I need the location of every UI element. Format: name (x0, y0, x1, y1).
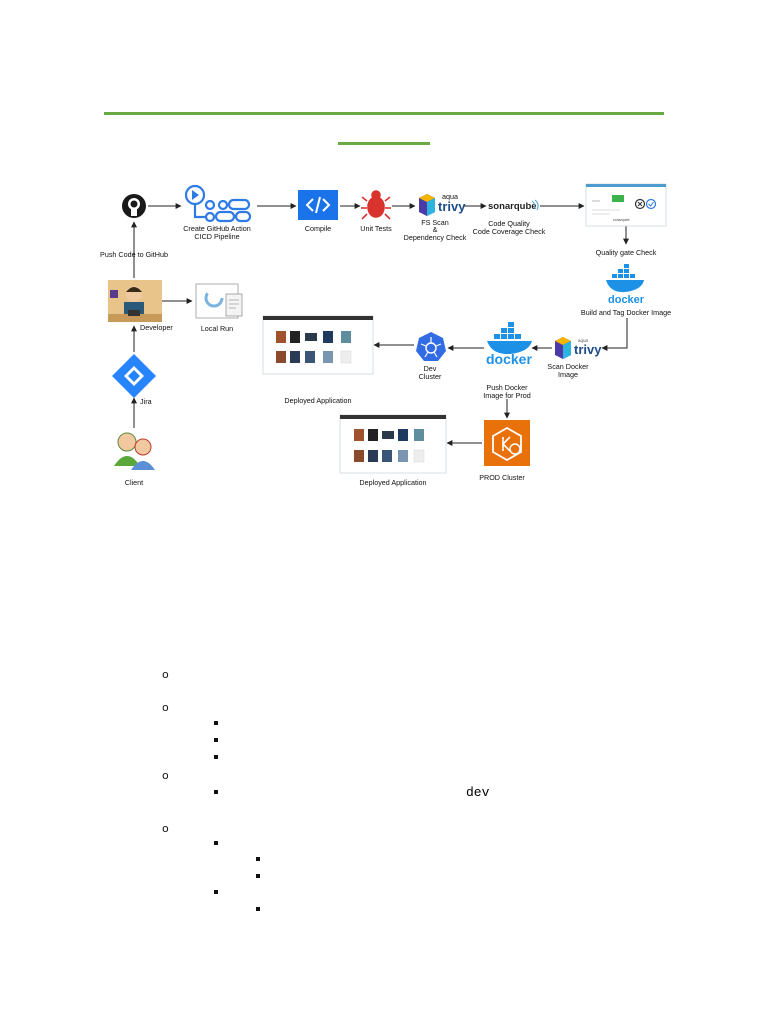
svg-text:trivy: trivy (574, 342, 602, 357)
developer-icon (108, 280, 162, 322)
inline-code-dev: dev (466, 785, 490, 800)
docker-push-icon: docker (486, 322, 532, 367)
svg-text:aqua: aqua (578, 338, 589, 343)
label-compile: Compile (305, 224, 331, 233)
bullet-3-1 (214, 790, 218, 794)
github-icon (122, 194, 146, 218)
sonarqube-logo: sonarqube (488, 199, 539, 212)
label-deployed-app-2: Deployed Application (359, 478, 426, 487)
label-build-tag: Build and Tag Docker Image (581, 308, 671, 317)
label-cluster: Cluster (419, 372, 442, 381)
cicd-diagram: aqua trivy sonarqube sonarqube docker (100, 183, 671, 487)
docker-build-icon: docker (606, 264, 645, 306)
label-jira: Jira (140, 397, 152, 406)
svg-text:aqua: aqua (442, 192, 458, 201)
arrow-build-to-scan (601, 318, 628, 351)
client-icon (114, 432, 155, 470)
bug-icon (361, 190, 391, 220)
aws-eks-icon (484, 420, 530, 466)
label-amp: & (433, 225, 438, 234)
label-fs-scan: FS Scan (421, 218, 449, 227)
trivy-logo-fs: aqua trivy (419, 192, 466, 216)
label-dev: Dev (424, 364, 437, 373)
label-deployed-app-1: Deployed Application (284, 396, 351, 405)
bullet-4-2 (214, 890, 218, 894)
label-push-docker: Push Docker (486, 383, 528, 392)
label-developer: Developer (140, 323, 173, 332)
bullet-2-3 (214, 755, 218, 759)
svg-text:sonarqube: sonarqube (488, 201, 537, 212)
label-code-quality: Code Quality (488, 219, 530, 228)
bullet-1: o (162, 668, 169, 681)
title-rule (104, 112, 664, 115)
bullet-4-1-2 (256, 874, 260, 878)
label-push-code: Push Code to GitHub (100, 250, 168, 259)
bullet-4-1-1 (256, 857, 260, 861)
github-actions-icon (184, 184, 252, 223)
bullet-4-2-1 (256, 907, 260, 911)
label-prod-cluster: PROD Cluster (479, 473, 525, 482)
label-scan-docker: Scan Docker (547, 362, 589, 371)
compile-icon (298, 190, 338, 220)
label-image-for-prod: Image for Prod (483, 391, 531, 400)
label-create-action: Create GitHub Action (183, 224, 251, 233)
label-dependency-check: Dependency Check (404, 233, 467, 242)
bullet-2-1 (214, 721, 218, 725)
trivy-logo-scan: aqua trivy (555, 337, 602, 359)
quality-gate-screenshot: sonarqube (585, 183, 667, 227)
svg-text:trivy: trivy (438, 199, 466, 214)
flow-arrows (131, 203, 629, 446)
label-cicd-pipeline: CICD Pipeline (194, 232, 239, 241)
bullet-3: o (162, 769, 169, 782)
bullet-2: o (162, 701, 169, 714)
label-quality-gate: Quality gate Check (596, 248, 657, 257)
subtitle-rule (338, 142, 430, 145)
jira-icon (112, 354, 156, 398)
kubernetes-icon (416, 332, 446, 361)
label-code-coverage: Code Coverage Check (473, 227, 546, 236)
local-run-icon (195, 283, 243, 319)
bullet-2-2 (214, 738, 218, 742)
label-client: Client (125, 478, 143, 487)
svg-text:sonarqube: sonarqube (613, 218, 630, 222)
label-unit-tests: Unit Tests (360, 224, 392, 233)
bullet-4-1 (214, 841, 218, 845)
prod-app-screenshot (339, 414, 447, 474)
bullet-4: o (162, 822, 169, 835)
svg-text:docker: docker (486, 351, 532, 367)
label-local-run: Local Run (201, 324, 233, 333)
dev-app-screenshot (262, 315, 374, 375)
svg-text:docker: docker (608, 294, 645, 306)
label-image: Image (558, 370, 578, 379)
